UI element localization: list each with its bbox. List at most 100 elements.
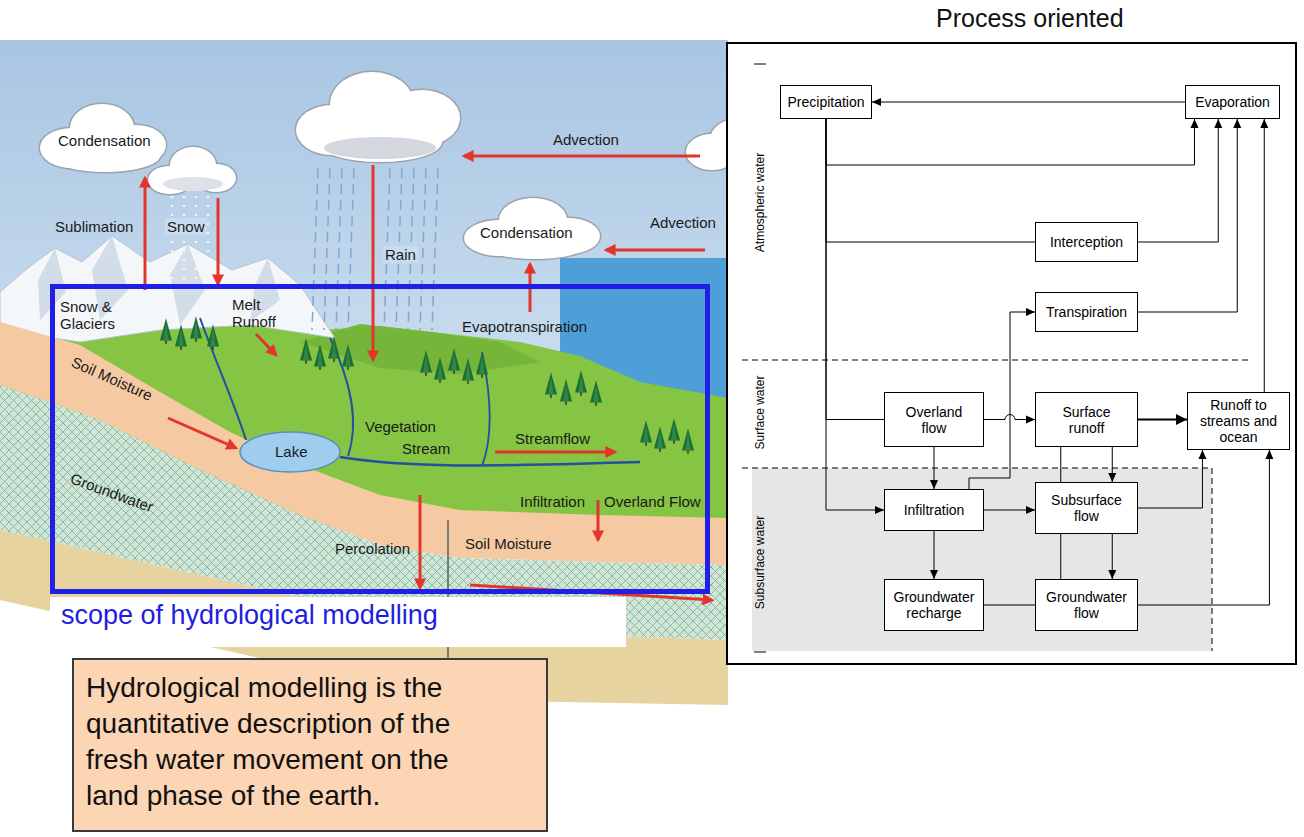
region-bands bbox=[742, 64, 1252, 652]
connector bbox=[1260, 119, 1268, 392]
arrow-head bbox=[1191, 119, 1199, 128]
process-label: Condensation bbox=[58, 132, 151, 149]
connector bbox=[1108, 534, 1116, 579]
arrow-head bbox=[1108, 570, 1116, 579]
connector bbox=[1138, 414, 1187, 425]
connector-line bbox=[984, 605, 1035, 606]
connector-line bbox=[1138, 119, 1237, 312]
box-label: Evaporation bbox=[1195, 94, 1270, 110]
connector bbox=[826, 119, 1199, 165]
connector-line bbox=[1138, 119, 1218, 242]
connector-line bbox=[1060, 534, 1061, 579]
process-label: Snow bbox=[165, 218, 207, 235]
process-label: Evapotranspiration bbox=[462, 318, 587, 335]
process-box: Surface runoff bbox=[1035, 392, 1138, 447]
connector bbox=[826, 119, 1035, 242]
box-label: Subsurface flow bbox=[1043, 492, 1130, 524]
process-label: Lake bbox=[275, 443, 308, 460]
precipitation-streaks bbox=[312, 168, 438, 330]
connector bbox=[1108, 447, 1116, 482]
arrow-head bbox=[1198, 450, 1206, 459]
connector bbox=[984, 605, 1035, 606]
region-label: Surface water bbox=[752, 353, 769, 473]
process-label: Infiltration bbox=[520, 493, 585, 510]
process-label: Stream bbox=[402, 440, 450, 457]
connector bbox=[1060, 447, 1061, 482]
arrow-head bbox=[1265, 450, 1273, 459]
box-label: Surface runoff bbox=[1043, 404, 1130, 436]
process-label: Melt Runoff bbox=[232, 296, 287, 330]
land bbox=[0, 236, 728, 705]
panel-heading: Process oriented bbox=[936, 4, 1124, 33]
scope-heading: scope of hydrological modelling bbox=[61, 600, 438, 631]
process-label: Advection bbox=[650, 214, 716, 231]
process-box: Overland flow bbox=[884, 392, 984, 447]
arrow-head bbox=[1026, 416, 1035, 424]
box-label: Groundwater recharge bbox=[892, 589, 976, 621]
trees bbox=[160, 316, 694, 454]
connector-line bbox=[826, 119, 884, 420]
process-label: Overland Flow bbox=[604, 493, 701, 510]
arrow-head bbox=[1214, 119, 1222, 128]
flowchart-lines bbox=[728, 44, 1295, 663]
arrow-head bbox=[930, 570, 938, 579]
connector-line bbox=[872, 102, 1185, 103]
arrow-head bbox=[930, 480, 938, 489]
box-label: Transpiration bbox=[1046, 304, 1127, 320]
process-label: Condensation bbox=[480, 224, 573, 241]
process-arrows bbox=[145, 156, 712, 600]
connector bbox=[826, 119, 884, 514]
process-box: Infiltration bbox=[884, 489, 984, 531]
process-label: Soil Moisture bbox=[465, 535, 552, 552]
process-label: Sublimation bbox=[55, 218, 133, 235]
box-label: Infiltration bbox=[904, 502, 965, 518]
arrow-head bbox=[872, 98, 881, 106]
process-box: Evaporation bbox=[1185, 85, 1280, 119]
process-box: Transpiration bbox=[1035, 292, 1138, 332]
arrow-head bbox=[1026, 308, 1035, 316]
connector-line bbox=[826, 119, 884, 510]
definition-note: Hydrological modelling is the quantitati… bbox=[72, 658, 548, 832]
box-label: Overland flow bbox=[892, 404, 976, 436]
connector bbox=[1138, 119, 1222, 242]
arrow-head bbox=[1176, 414, 1187, 425]
region-label: Subsurface water bbox=[752, 498, 769, 628]
connector bbox=[1138, 119, 1241, 312]
connector bbox=[1138, 450, 1206, 508]
box-label: Runoff to streams and ocean bbox=[1195, 397, 1282, 445]
process-label: Streamflow bbox=[515, 430, 590, 447]
process-label: Vegetation bbox=[365, 418, 436, 435]
note-text: Hydrological modelling is the quantitati… bbox=[86, 670, 486, 814]
arrow-head bbox=[1108, 473, 1116, 482]
connector-line bbox=[1060, 447, 1061, 482]
process-box: Groundwater flow bbox=[1035, 579, 1138, 631]
snow-flakes bbox=[172, 196, 208, 282]
process-label: Percolation bbox=[335, 540, 410, 557]
connector-line bbox=[1264, 119, 1265, 392]
process-label: Rain bbox=[383, 246, 418, 263]
arrow-head bbox=[1233, 119, 1241, 128]
process-box: Interception bbox=[1035, 222, 1138, 262]
process-label: Advection bbox=[553, 131, 619, 148]
connector bbox=[826, 119, 884, 420]
process-box: Runoff to streams and ocean bbox=[1187, 392, 1290, 450]
clouds bbox=[40, 72, 770, 259]
box-label: Groundwater flow bbox=[1043, 589, 1130, 621]
connector-line bbox=[826, 119, 1195, 165]
arrow-head bbox=[875, 506, 884, 514]
streams bbox=[200, 318, 640, 466]
connector bbox=[930, 531, 938, 579]
connector bbox=[1138, 450, 1273, 605]
process-label: Snow & Glaciers bbox=[60, 298, 132, 332]
label-ground bbox=[50, 597, 626, 647]
process-box: Subsurface flow bbox=[1035, 482, 1138, 534]
connector bbox=[984, 415, 1035, 424]
connector bbox=[1060, 534, 1061, 579]
connector bbox=[872, 98, 1185, 106]
connector-line bbox=[1138, 450, 1202, 508]
process-box: Groundwater recharge bbox=[884, 579, 984, 631]
panel-frame: Process orientedPrecipitationEvaporation… bbox=[726, 42, 1297, 665]
connector-line bbox=[1138, 450, 1269, 605]
connector-line bbox=[826, 119, 1035, 242]
